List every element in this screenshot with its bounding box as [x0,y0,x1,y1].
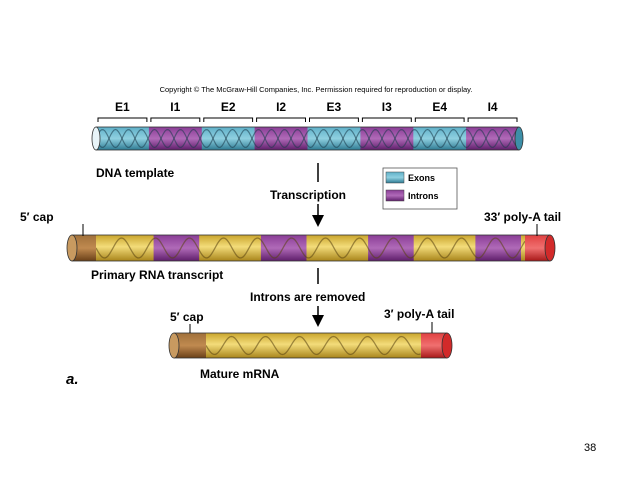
primary-three-tail-label: 33′ poly-A tail [484,210,561,224]
segment-label-e4: E4 [432,100,447,114]
segment-bracket-i3 [361,117,412,122]
segment-label-e2: E2 [221,100,236,114]
segment-bracket-e4 [414,117,465,122]
segment-label-e3: E3 [327,100,342,114]
primary-rna-transcript [66,234,556,262]
transcription-label: Transcription [270,188,346,202]
segment-bracket-e2 [203,117,254,122]
panel-letter: a. [66,371,79,388]
mature-mrna-strand [168,332,453,359]
mature-five-cap-label: 5′ cap [170,310,204,324]
legend-intron-swatch [385,189,405,202]
segment-label-e1: E1 [115,100,130,114]
introns-removed-label: Introns are removed [250,290,365,304]
dna-template-label: DNA template [96,166,175,180]
segment-bracket-i2 [256,117,306,122]
legend-exon-swatch [385,171,405,184]
legend: Exons Introns [382,167,458,210]
legend-exon-label: Exons [408,173,435,183]
page-number: 38 [584,442,596,454]
segment-label-i1: I1 [170,100,180,114]
mature-three-tail-label: 3′ poly-A tail [384,307,454,321]
dna-segment-e4 [413,127,467,150]
dna-segment-e3 [307,127,361,150]
primary-transcript-label: Primary RNA transcript [91,268,223,282]
segment-bracket-i4 [467,117,518,122]
dna-segment-i1 [148,127,203,150]
dna-segment-e1 [96,127,150,150]
primary-five-cap-label: 5′ cap [20,210,54,224]
segment-bracket-e1 [97,117,148,122]
mature-mrna-label: Mature mRNA [200,367,280,381]
legend-intron-label: Introns [408,191,439,201]
dna-segment-i4 [466,127,520,150]
copyright-text: Copyright © The McGraw-Hill Companies, I… [160,85,473,94]
segment-label-i3: I3 [382,100,392,114]
segment-bracket-i1 [150,117,201,122]
segment-label-i4: I4 [488,100,498,114]
dna-template-strand: E1 I1 E2 I2 E3 I3 E4 I4 [91,100,524,151]
dna-segment-i3 [360,127,414,150]
segment-label-i2: I2 [276,100,286,114]
segment-bracket-e3 [309,117,359,122]
